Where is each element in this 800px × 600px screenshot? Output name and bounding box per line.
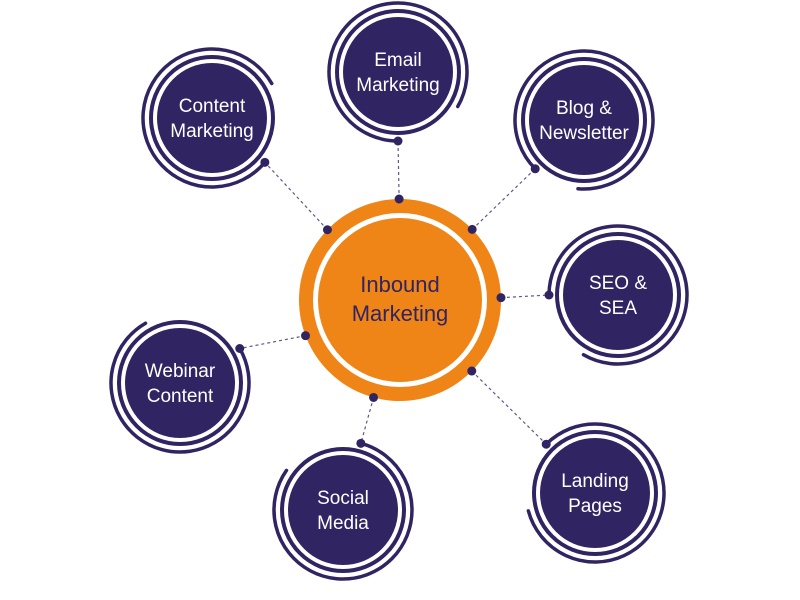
- node-seo-sea: SEO & SEA: [547, 224, 689, 366]
- connector-dot-node: [530, 164, 540, 174]
- node-label-line-2: Pages: [568, 496, 622, 517]
- node-circle: [343, 17, 453, 127]
- node-ring: [149, 55, 275, 181]
- connector-dot-node: [356, 438, 366, 448]
- connector-dot-node: [235, 344, 245, 353]
- node-label-line-2: Marketing: [170, 121, 253, 142]
- node-label-line-2: Content: [147, 386, 214, 407]
- node-label-line-1: Landing: [561, 471, 629, 492]
- outer-arc: [526, 422, 666, 564]
- node-ring: [335, 9, 461, 135]
- connector-dot-node: [544, 290, 554, 300]
- connector-line: [360, 397, 375, 444]
- node-label-line-2: Newsletter: [539, 123, 629, 144]
- connector-dot-center: [322, 225, 332, 235]
- connector-line: [471, 370, 547, 445]
- outer-arc: [547, 224, 689, 366]
- center-inner-circle: [318, 218, 482, 382]
- connector-dot-center: [467, 366, 477, 376]
- node-blog-newsletter: Blog & Newsletter: [513, 49, 655, 191]
- center-label-line-2: Marketing: [352, 301, 449, 326]
- outer-arc: [513, 49, 655, 191]
- node-label-line-1: Webinar: [145, 361, 216, 382]
- node-label-line-2: Media: [317, 513, 369, 534]
- connector-dot-node: [260, 157, 270, 167]
- outer-arc: [272, 441, 414, 581]
- center-label-line-1: Inbound: [360, 272, 440, 297]
- outer-arc: [109, 321, 251, 454]
- connector-dots: [235, 136, 554, 449]
- connector-dot-center: [394, 194, 404, 204]
- connector-dot-node: [393, 136, 403, 146]
- node-ring: [532, 430, 658, 556]
- connector-dot-node: [541, 439, 551, 449]
- connector-line: [239, 335, 306, 350]
- connector-dot-center: [301, 331, 311, 341]
- node-label-line-2: Marketing: [356, 75, 439, 96]
- outer-arc: [327, 1, 469, 143]
- outer-arc: [141, 47, 274, 189]
- node-circle: [288, 455, 398, 565]
- node-ring: [521, 57, 647, 183]
- node-circle: [529, 65, 639, 175]
- node-circle: [563, 240, 673, 350]
- node-label-line-1: Blog &: [556, 98, 612, 119]
- node-ring: [280, 447, 406, 573]
- center-node: Inbound Marketing: [299, 199, 501, 401]
- node-circle: [157, 63, 267, 173]
- connector-dot-center: [496, 293, 506, 303]
- connectors: [239, 140, 550, 445]
- node-label-line-1: SEO &: [589, 273, 647, 294]
- node-ring: [555, 232, 681, 358]
- node-label-line-2: SEA: [599, 298, 637, 319]
- node-circle: [540, 438, 650, 548]
- node-label-line-1: Email: [374, 50, 422, 71]
- node-ring: [117, 320, 243, 446]
- node-circle: [125, 328, 235, 438]
- connector-dot-center: [467, 224, 477, 234]
- node-label-line-1: Content: [179, 96, 246, 117]
- connector-dot-center: [369, 392, 379, 402]
- connector-line: [397, 140, 400, 200]
- connector-line: [264, 161, 328, 231]
- node-label-line-1: Social: [317, 488, 369, 509]
- connector-line: [471, 168, 536, 230]
- connector-line: [500, 294, 550, 299]
